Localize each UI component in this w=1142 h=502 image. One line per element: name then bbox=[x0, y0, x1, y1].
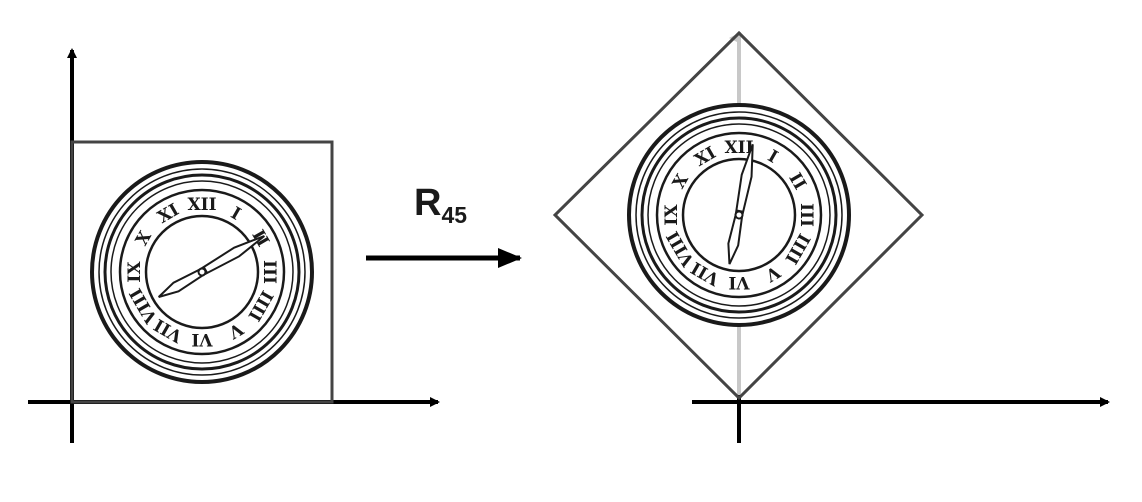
clock-ring bbox=[98, 168, 306, 376]
clock-numeral: III bbox=[259, 260, 279, 284]
rotation-label: R45 bbox=[414, 182, 468, 228]
clock-numeral-ring-inner bbox=[144, 214, 260, 330]
rotation-label-subscript: 45 bbox=[441, 202, 468, 228]
clock-numeral-ring-inner bbox=[681, 157, 797, 273]
clock-numeral-text: XII bbox=[724, 138, 753, 158]
clock-numeral-text: VI bbox=[191, 329, 213, 349]
clock-numeral: XII bbox=[187, 195, 216, 215]
original-bounding-square bbox=[70, 140, 334, 404]
clock-ring bbox=[640, 116, 838, 314]
clock-numeral-text: III bbox=[796, 203, 816, 227]
clock-numeral: IX bbox=[125, 261, 145, 283]
clock-numeral-ring-outer bbox=[655, 131, 823, 299]
clock-center-pin bbox=[197, 267, 207, 277]
rotation-label-main: R bbox=[414, 182, 442, 224]
clock-hands bbox=[158, 235, 265, 298]
clock-ring bbox=[110, 180, 294, 364]
clock-numeral: VI bbox=[191, 329, 213, 349]
clock-numeral: IX bbox=[662, 204, 682, 226]
clock-ring bbox=[635, 111, 843, 319]
clock-numeral-text: III bbox=[259, 260, 279, 284]
clock-center-pin bbox=[734, 210, 744, 220]
clock-hands bbox=[727, 143, 754, 265]
rotated-bounding-square bbox=[552, 30, 925, 401]
clock-numeral-ring-outer bbox=[118, 188, 286, 356]
clock-numeral-text: IX bbox=[125, 261, 145, 283]
clock-numeral-text: IX bbox=[662, 204, 682, 226]
clock-numeral: VI bbox=[728, 272, 750, 292]
clock-numeral-text: VI bbox=[728, 272, 750, 292]
clock-ring bbox=[647, 123, 831, 307]
clock-numeral: III bbox=[796, 203, 816, 227]
clock-numeral: XII bbox=[724, 138, 753, 158]
clock-numeral-text: XII bbox=[187, 195, 216, 215]
clock-ring bbox=[103, 173, 301, 371]
